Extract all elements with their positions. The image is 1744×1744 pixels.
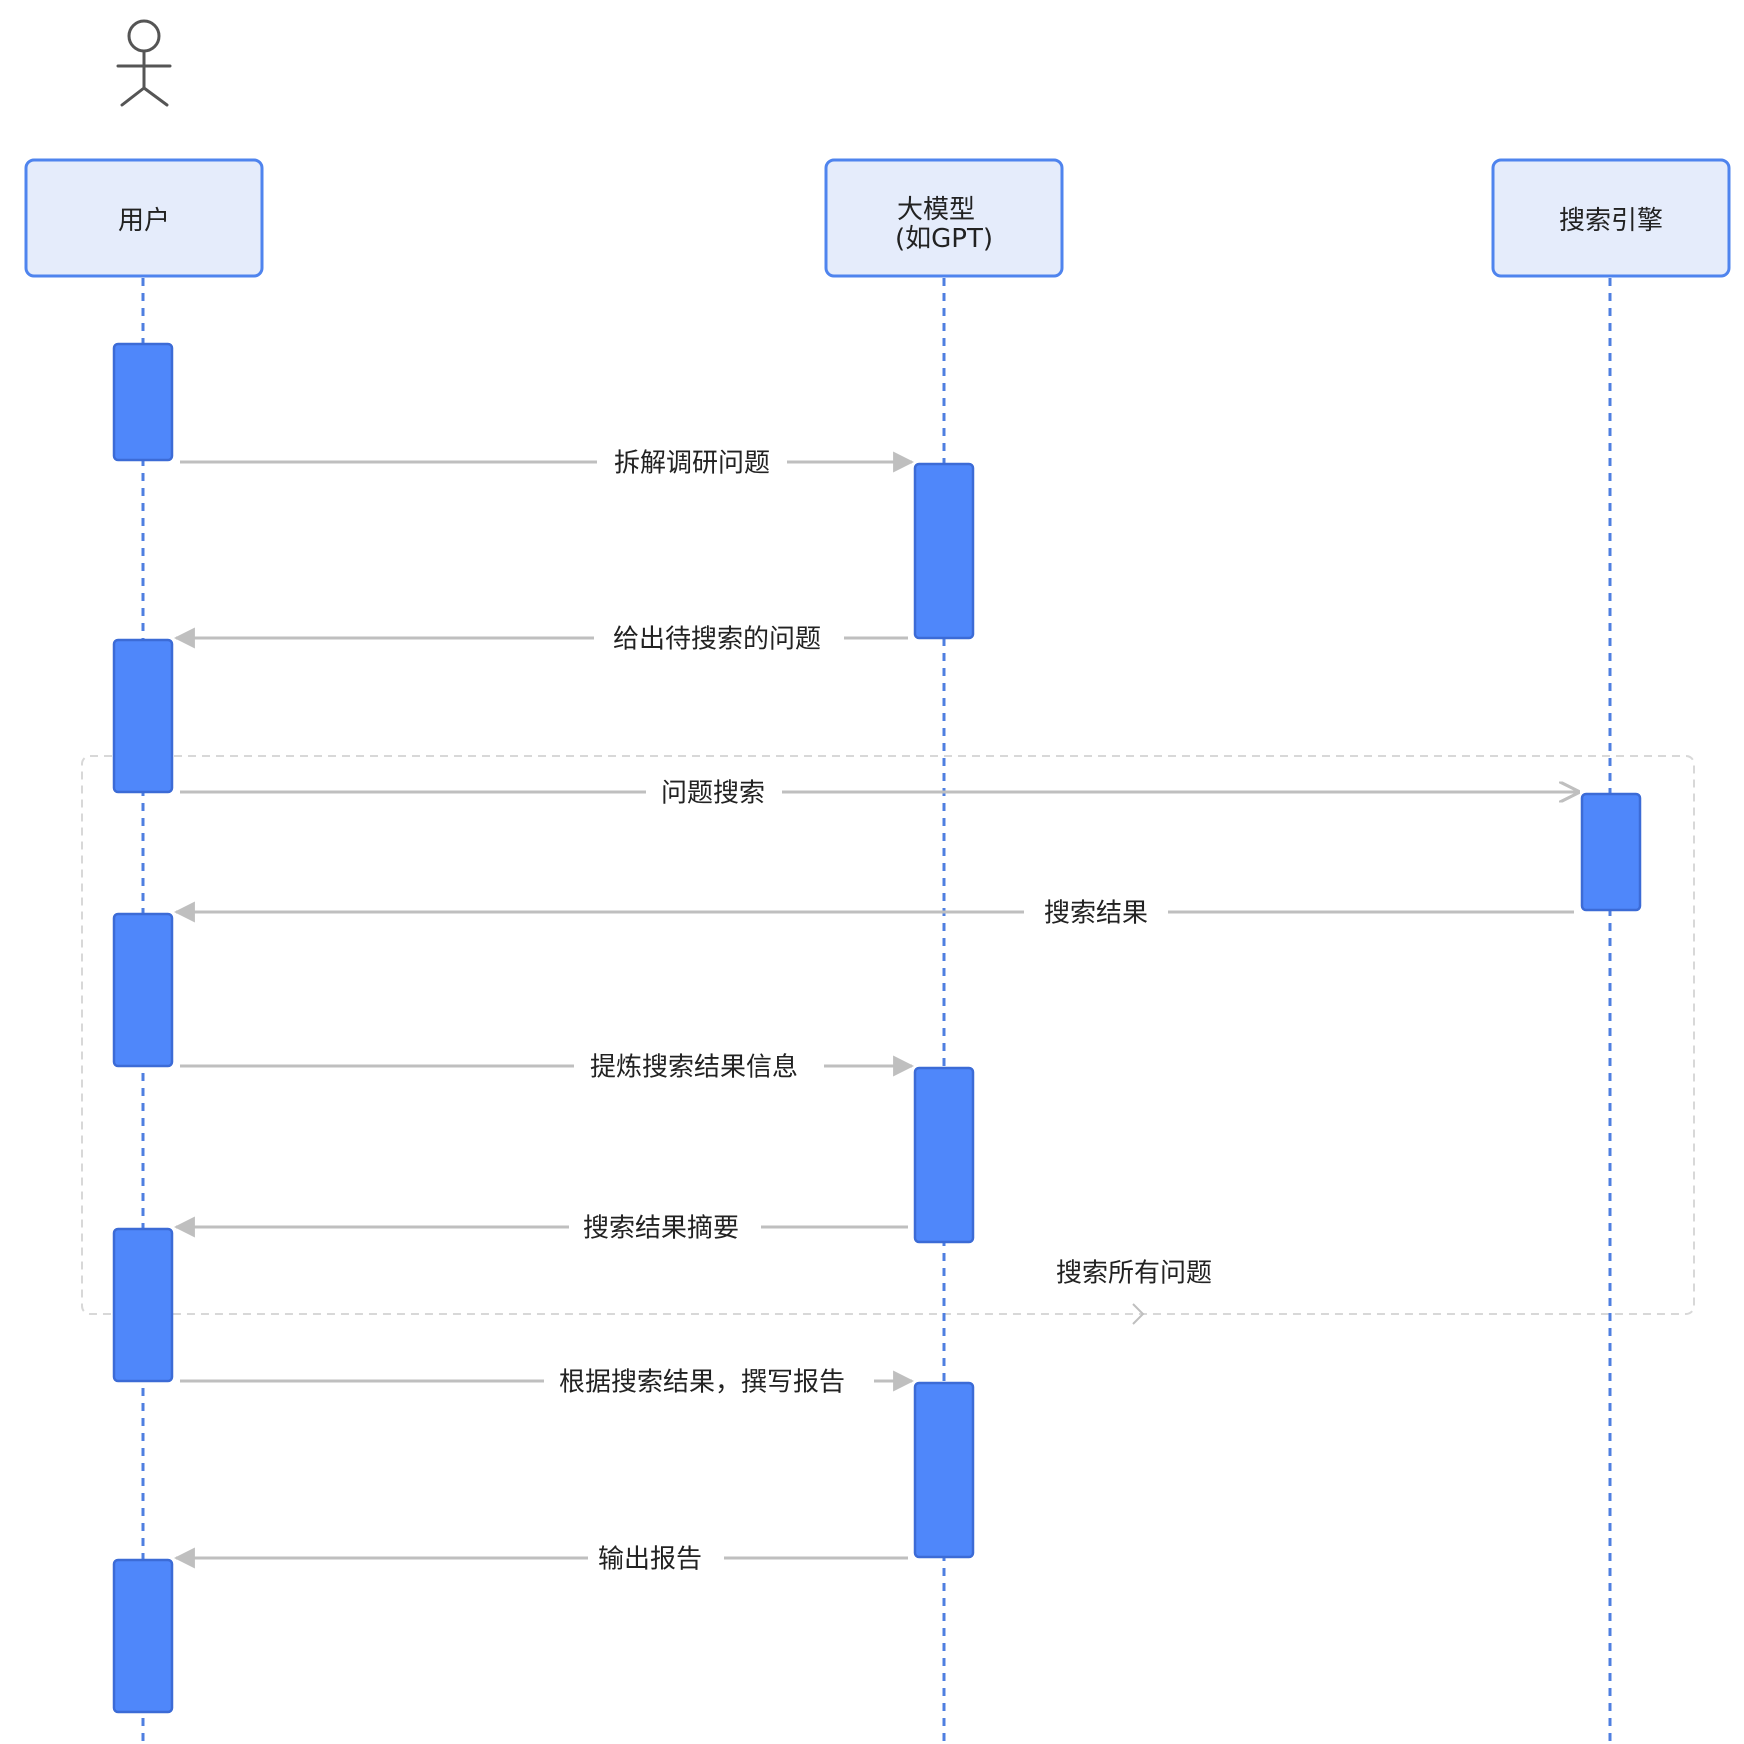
activation-bar (112, 1558, 174, 1714)
activation-bar (112, 912, 174, 1068)
message-2: 给出待搜索的问题 (173, 622, 908, 655)
activation-bars (112, 342, 1642, 1714)
loop-fragment: 搜索所有问题 (81, 755, 1695, 1325)
participant-search: 搜索引擎 (1491, 158, 1731, 278)
activation-bar (112, 1227, 174, 1383)
message-8: 输出报告 (173, 1542, 908, 1575)
activation-bar (913, 1381, 975, 1559)
loop-chevron-icon (1132, 1303, 1145, 1325)
activation-bar (112, 342, 174, 462)
message-label: 拆解调研问题 (614, 449, 770, 479)
message-3: 问题搜索 (180, 776, 1578, 809)
loop-label: 搜索所有问题 (1056, 1259, 1212, 1289)
message-label: 提炼搜索结果信息 (590, 1053, 798, 1083)
message-label: 根据搜索结果，撰写报告 (559, 1368, 845, 1398)
message-label: 给出待搜索的问题 (613, 625, 821, 655)
message-label: 问题搜索 (661, 779, 765, 809)
participant-llm-label-line2: (如GPT) (895, 224, 993, 254)
message-7: 根据搜索结果，撰写报告 (180, 1365, 915, 1398)
message-label: 输出报告 (598, 1545, 702, 1575)
participant-search-label: 搜索引擎 (1559, 206, 1663, 236)
message-5: 提炼搜索结果信息 (180, 1050, 915, 1083)
loop-frame (81, 755, 1695, 1315)
message-4: 搜索结果 (173, 896, 1574, 929)
participant-llm: 大模型 (如GPT) (824, 158, 1064, 278)
participant-user-label: 用户 (118, 206, 170, 236)
user-actor-icon (116, 19, 172, 107)
message-label: 搜索结果 (1044, 899, 1148, 929)
message-1: 拆解调研问题 (180, 446, 915, 479)
activation-bar (112, 638, 174, 794)
message-6: 搜索结果摘要 (173, 1211, 908, 1244)
activation-bar (913, 462, 975, 640)
participant-user: 用户 (24, 158, 264, 278)
activation-bar (1580, 792, 1642, 912)
participant-llm-label-line1: 大模型 (897, 195, 975, 225)
message-label: 搜索结果摘要 (583, 1214, 739, 1244)
activation-bar (913, 1066, 975, 1244)
